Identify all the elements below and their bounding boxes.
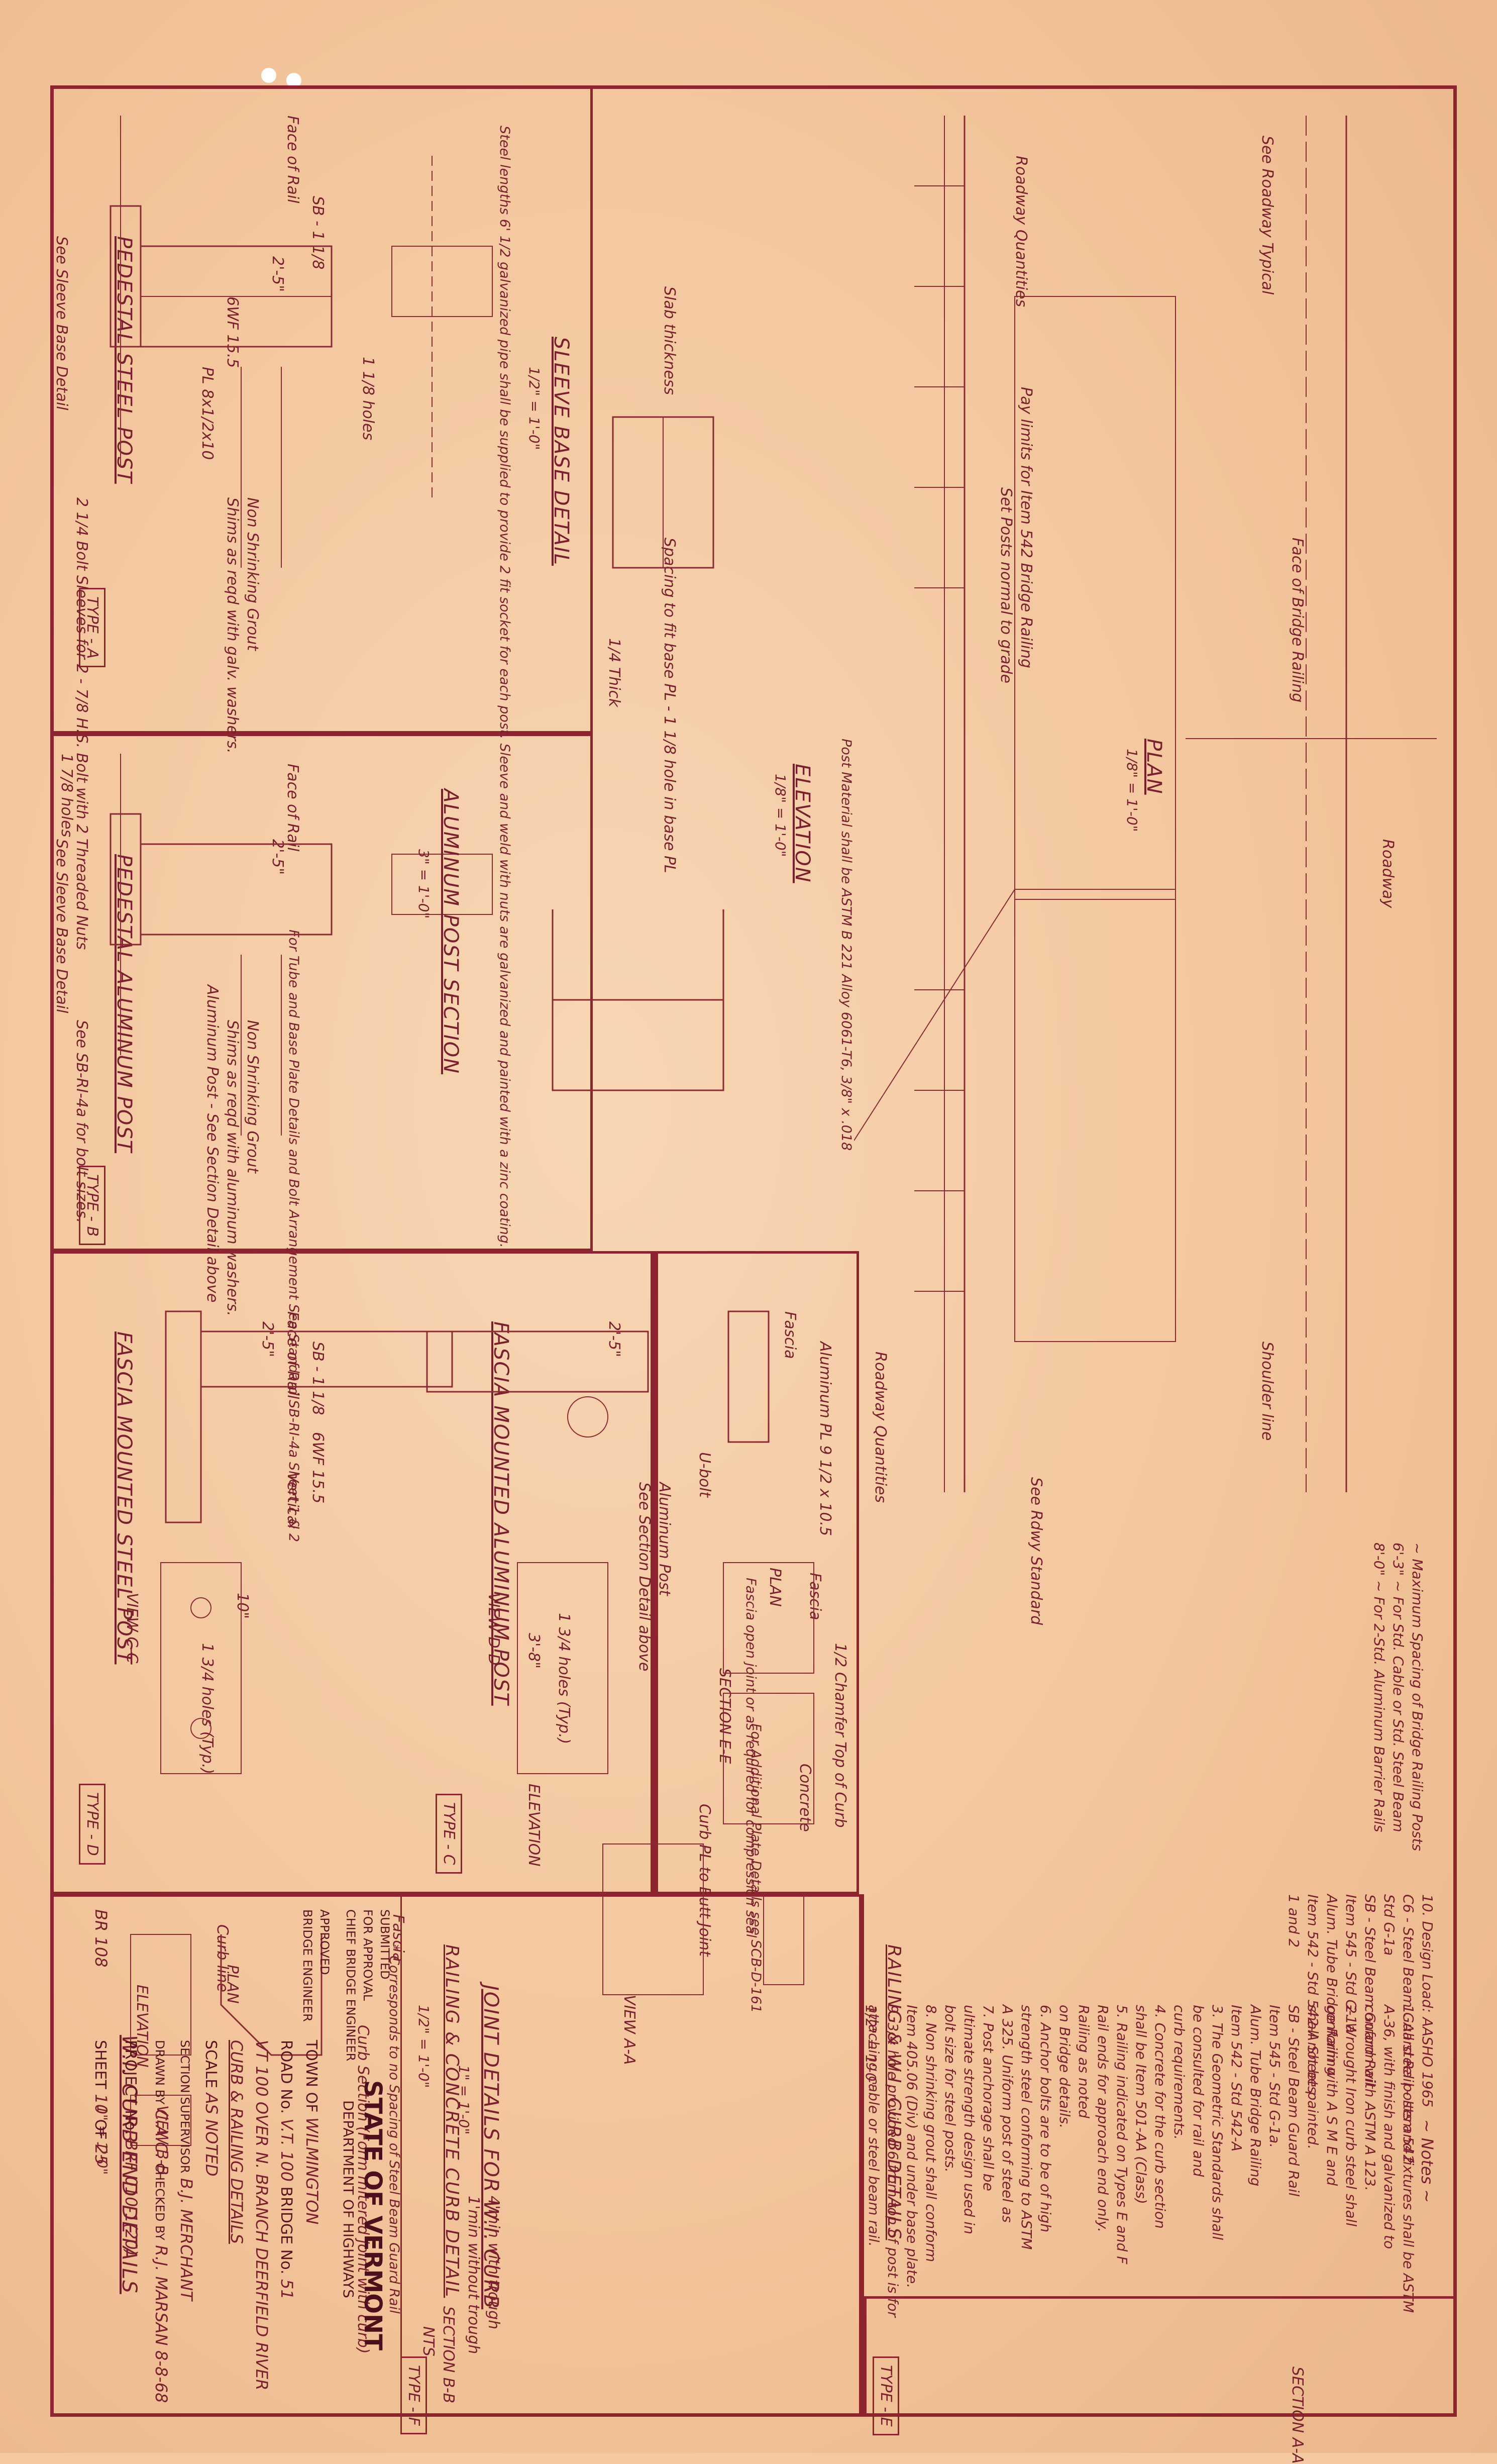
note-line: ultimate strength design used in [961, 2005, 978, 2234]
supervisor-label: SECTION SUPERVISOR [178, 2040, 192, 2174]
punch-hole [286, 73, 301, 88]
checked-label: CHECKED BY [153, 2163, 167, 2240]
project-value: BRF 010-1(20) [122, 2139, 141, 2256]
note-line: Item 545 - Std G-1a. [1266, 2005, 1283, 2148]
elevation-title: ELEVATION [791, 764, 814, 883]
type-e-scale: 1/2" = 1'-0" [863, 2005, 879, 2088]
of-value: 25 [91, 2144, 111, 2165]
note-line: SB - Steel Beam Guard Rail [1286, 2005, 1302, 2197]
note-line: Item 405.06 (Div) and under base plate. [904, 2005, 920, 2289]
sheet-label: SHEET [91, 2040, 109, 2089]
note-line: conform with ASTM A 123. [1362, 2005, 1378, 2191]
submitted-label: SUBMITTED [378, 1909, 392, 1980]
title-block: SUBMITTED FOR APPROVAL CHIEF BRIDGE ENGI… [60, 1909, 392, 2403]
town-label: TOWN OF [302, 2040, 320, 2113]
of-label: OF [91, 2119, 109, 2140]
sleeve-scale: 1/2" = 1'-0" [526, 367, 543, 450]
note-line: Alum. Tube Bridge Railing [1247, 2005, 1264, 2187]
for-approval-label: FOR APPROVAL [361, 1909, 375, 2001]
note-line: Item 542 - Std 542-A [1228, 2005, 1245, 2152]
sleeve-drawing [583, 337, 754, 688]
type-e-title: RAILING & W.I. CURB DETAILS [884, 1944, 904, 2240]
department-title: DEPARTMENT OF HIGHWAYS [340, 2100, 357, 2298]
type-e-section: SECTION A-A [1289, 2367, 1306, 2464]
code-value: BR 108 [91, 1909, 111, 1968]
drawing-rotated: PEDESTAL STEEL POST TYPE - A Face of Rai… [50, 85, 1457, 2464]
note-line: on Bridge details. [1056, 2005, 1073, 2129]
note-line: 8. Non shrinking grout shall conform [923, 2005, 939, 2263]
approved-label: APPROVED [317, 1909, 332, 1975]
note-line: conform with A S M E and [1324, 2005, 1340, 2186]
note-line: bolt size for steel posts. [942, 2005, 958, 2173]
type-b-drawing [50, 734, 593, 1251]
note-line: strength steel conforming to ASTM [1018, 2005, 1035, 2250]
scale-value: AS NOTED [202, 2093, 221, 2177]
note-line: shall be Item 501-AA (Class) [1133, 2005, 1149, 2204]
curb-end-drawing [100, 1894, 352, 2397]
type-f-title: RAILING & CONCRETE CURB DETAIL [442, 1944, 462, 2298]
bridge-label: BRIDGE No. [277, 2186, 295, 2275]
state-title: STATE OF VERMONT [359, 2080, 387, 2350]
alum-section-drawing [502, 889, 754, 1141]
sleeve-title: SLEEVE BASE DETAIL [550, 337, 573, 566]
note-line: curb requirements. [1171, 2005, 1188, 2140]
type-f-section-scale: NTS [419, 2326, 437, 2356]
note-line: 3. The Geometric Standards shall [1209, 2005, 1226, 2240]
bridge-engineer-label: BRIDGE ENGINEER [300, 1909, 314, 2022]
notes-spacing: ~ Maximum Spacing of Bridge Railing Post… [1369, 1543, 1427, 1851]
notes-list: ~ Notes ~ 1. All steel posts and fixture… [864, 2005, 1437, 2317]
notes-header: ~ Notes ~ [1418, 2119, 1437, 2203]
note-line: A-36, with finish and galvanized to [1381, 2005, 1398, 2249]
checked-value: R.J. MARSAN [152, 2245, 171, 2346]
type-f-section: SECTION B-B [440, 2306, 457, 2404]
type-e-tag: TYPE - E [873, 2356, 899, 2435]
plan-elevation-drawing [854, 85, 1457, 1543]
elevation-scale: 1/8" = 1'-0" [772, 774, 789, 857]
note-line: A 325. Uniform post of steel as [999, 2005, 1016, 2223]
spacing-line: 6'-3" ~ For Std. Cable or Std. Steel Bea… [1390, 1543, 1407, 1832]
note-line: 5. Railing indicated on Types E and F [1114, 2005, 1130, 2265]
note-line: 1. All steel posts and fixtures shall be… [1400, 2005, 1417, 2313]
spacing-line: ~ Maximum Spacing of Bridge Railing Post… [1409, 1543, 1426, 1852]
project-label: PROJECT No. [122, 2040, 139, 2135]
punch-hole [261, 68, 276, 83]
note-line: 6. Anchor bolts are to be of high [1037, 2005, 1054, 2232]
sheet-value: 10 [91, 2094, 111, 2115]
panel-type-e-strip [864, 2296, 1457, 2417]
spacing-line: 8'-0" ~ For 2-Std. Aluminum Barrier Rail… [1371, 1543, 1387, 1832]
note-line: be consulted for rail and [1190, 2005, 1207, 2177]
alum-section-title: ALUMINUM POST SECTION [439, 789, 462, 1075]
type-d-drawing [50, 1251, 653, 1894]
type-c-drawing [327, 1251, 859, 1894]
subject-value: CURB & RAILING DETAILS [227, 2040, 246, 2244]
note-line: Rail ends for approach end only. [1095, 2005, 1111, 2232]
bridge-value: 51 [277, 2279, 296, 2300]
note-line: shall not be painted. [1305, 2005, 1321, 2149]
note-line: 7. Post anchorage shall be [980, 2005, 997, 2191]
alum-section-label: Post Material shall be ASTM B 221 Alloy … [838, 739, 854, 1151]
type-a-drawing [50, 85, 593, 734]
town-value: WILMINGTON [302, 2117, 322, 2225]
road-label: ROAD No. [277, 2040, 295, 2114]
drawn-label: DRAWN BY [153, 2040, 167, 2105]
supervisor-value: B.J. MERCHANT [177, 2178, 196, 2301]
road-value: V.T. 100 [277, 2118, 296, 2182]
date-value: 8-8-68 [152, 2350, 171, 2403]
type-f-scale: 1/2" = 1'-0" [415, 2005, 432, 2088]
type-f-tag: TYPE - F [400, 2356, 427, 2434]
scale-label: SCALE [202, 2040, 220, 2089]
alum-section-scale: 3" = 1'-0" [415, 849, 432, 919]
note-line: 4. Concrete for the curb section [1152, 2005, 1168, 2229]
drawn-value: C.A.C. [152, 2109, 171, 2159]
note-line: Railing as noted [1076, 2005, 1092, 2118]
joint-drawing [502, 1543, 854, 2095]
chief-engineer-label: CHIEF BRIDGE ENGINEER [344, 1909, 358, 2062]
note-line: 2. Wrought Iron curb steel shall [1343, 2005, 1359, 2227]
location-value: VT 100 OVER N. BRANCH DEERFIELD RIVER [252, 2040, 271, 2391]
